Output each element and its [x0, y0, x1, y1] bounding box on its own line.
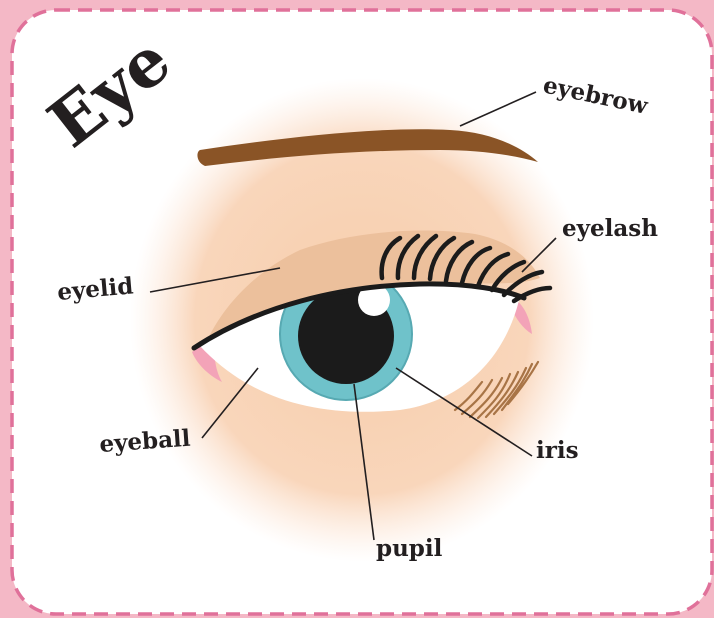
pupil-label: pupil [376, 535, 443, 562]
eyelash-label: eyelash [562, 215, 658, 242]
iris-label: iris [536, 437, 579, 464]
